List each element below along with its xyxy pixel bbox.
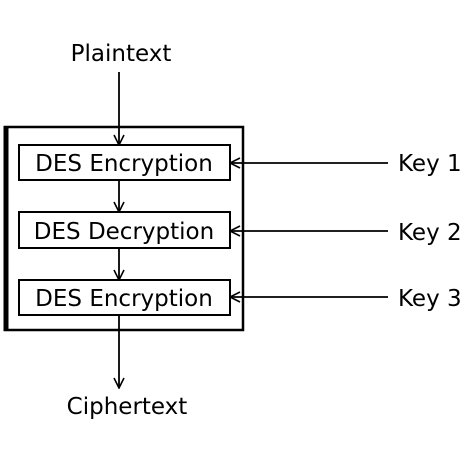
stage-2-label: DES Decryption <box>34 219 214 245</box>
stage-1-box <box>18 144 231 181</box>
stage-3-label: DES Encryption <box>35 286 213 312</box>
key-2-label: Key 2 <box>398 220 462 246</box>
key-1-label: Key 1 <box>398 151 462 177</box>
plaintext-label: Plaintext <box>71 41 172 67</box>
stage-1-label: DES Encryption <box>35 151 213 177</box>
ciphertext-label: Ciphertext <box>67 394 188 420</box>
key-3-label: Key 3 <box>398 286 462 312</box>
stage-2-box <box>18 211 231 249</box>
